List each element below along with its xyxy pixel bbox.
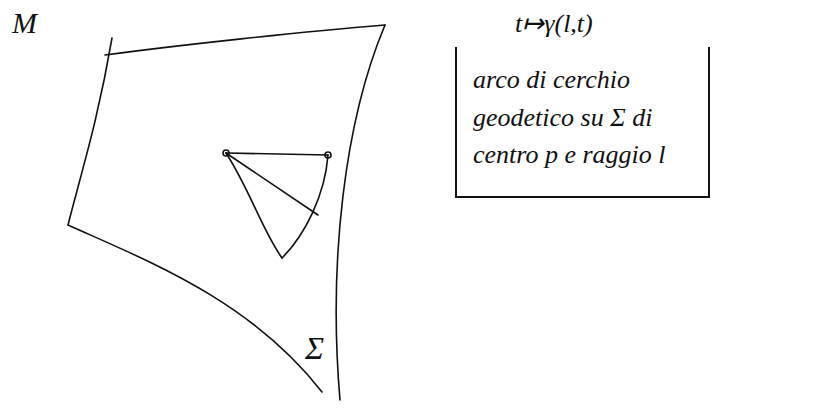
surface-edge — [68, 225, 322, 392]
geodesic-arc — [282, 155, 328, 258]
surface-edge — [68, 38, 112, 225]
formula-heading: t↦γ(l,t) — [515, 8, 710, 39]
surface-label: Σ — [305, 330, 324, 367]
note-text: arco di cerchio geodetico su Σ di centro… — [455, 47, 710, 198]
geodesic-radius — [226, 153, 282, 258]
center-point — [223, 150, 229, 156]
surface-edge — [336, 25, 385, 400]
geodesic-radius — [226, 153, 318, 215]
surface-edge — [105, 25, 385, 55]
end-point — [325, 152, 331, 158]
note-box: t↦γ(l,t) arco di cerchio geodetico su Σ d… — [455, 8, 710, 199]
manifold-label: M — [12, 6, 37, 40]
geodesic-radius — [226, 153, 328, 155]
